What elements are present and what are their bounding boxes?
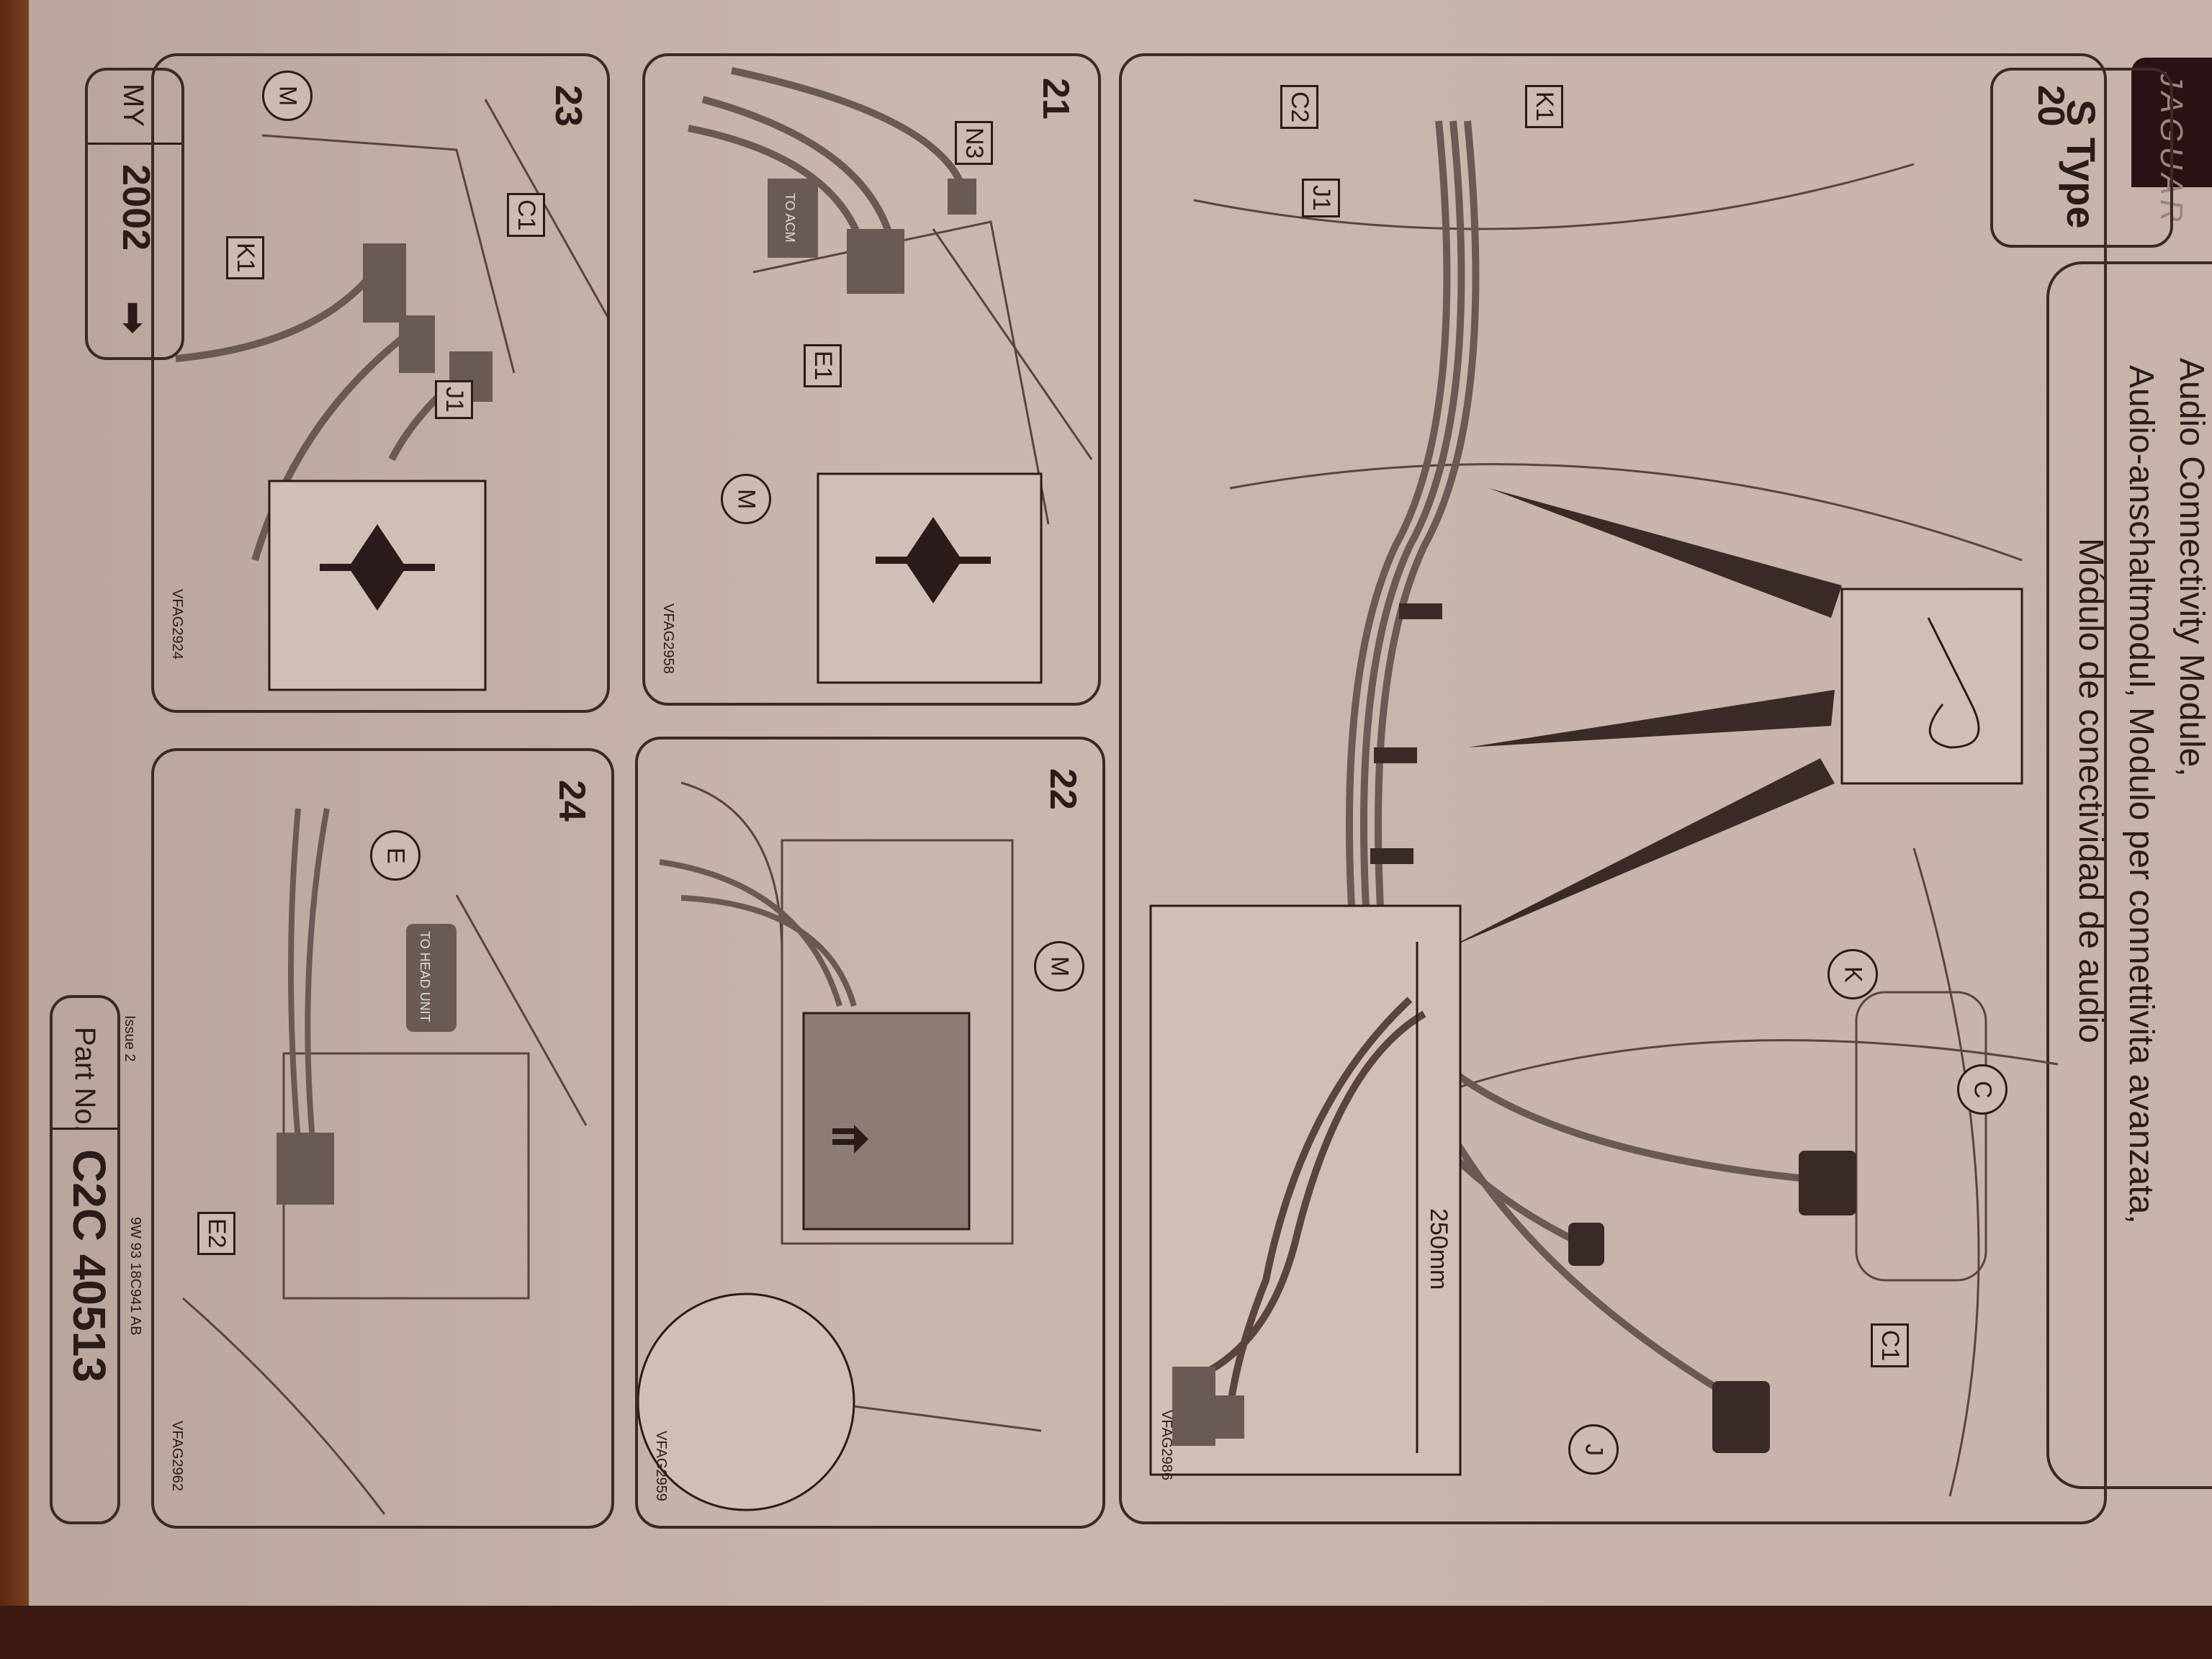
step-20-panel: 20 C2 K1 J1 K C C1 J 250mm VFAG2986	[1119, 53, 2107, 1524]
model-year-label: MY	[117, 84, 149, 127]
part-label: Part No.	[69, 1027, 101, 1133]
issue-text: Issue 2	[122, 1015, 138, 1062]
label-k1: K1	[226, 236, 264, 279]
module-connection-drawing	[688, 67, 1093, 684]
figure-code: VFAG2958	[660, 603, 676, 674]
title-line-2: Audio-anschaltmodul, Modulo per connetti…	[2122, 365, 2160, 1224]
label-e1: E1	[804, 344, 842, 387]
step-number: 22	[1042, 768, 1084, 810]
part-number: C2C 40513	[63, 1149, 115, 1382]
harness-routing-drawing	[1149, 120, 2059, 1497]
label-e: E	[370, 830, 421, 881]
connector-tag: TO HEAD UNIT	[418, 931, 432, 1022]
head-unit-connection-drawing	[182, 808, 588, 1515]
label-j: J	[1568, 1424, 1619, 1475]
step-number: 21	[1035, 78, 1076, 120]
reference-code: 9W 93 18C941 AB	[127, 1217, 143, 1336]
step-21-panel: 21 TO ACM N3 E1 M VFAG2958	[642, 53, 1101, 706]
label-k1: K1	[1525, 85, 1563, 128]
step-number: 24	[551, 780, 593, 822]
figure-code: VFAG2962	[169, 1421, 185, 1491]
step-22-panel: 22 M VFAG2959	[635, 737, 1105, 1529]
measurement-text: 250mm	[1425, 1208, 1452, 1290]
label-j1: J1	[435, 380, 473, 419]
title-box: Audio Connectivity Module, Audio-anschal…	[2046, 261, 2212, 1489]
figure-code: VFAG2986	[1159, 1410, 1174, 1480]
arrow-down-icon: ➡	[111, 300, 157, 335]
label-c1: C1	[1871, 1323, 1909, 1368]
module-mounting-drawing	[638, 781, 1042, 1511]
label-c: C	[1957, 1064, 2008, 1115]
label-n3: N3	[955, 121, 993, 166]
model-year-value: 2002	[114, 164, 158, 251]
part-number-box: Part No. C2C 40513	[50, 995, 120, 1524]
label-j1: J1	[1302, 179, 1340, 217]
label-c1: C1	[507, 193, 545, 238]
background-surface	[0, 1606, 2212, 1659]
label-m: M	[1034, 941, 1084, 992]
step-number: 23	[547, 85, 589, 127]
figure-code: VFAG2959	[653, 1431, 669, 1501]
label-m: M	[262, 71, 313, 121]
model-name: S Type	[2059, 99, 2104, 229]
figure-code: VFAG2924	[169, 589, 185, 660]
label-k: K	[1827, 949, 1878, 999]
label-c2: C2	[1280, 85, 1318, 130]
connector-tag: TO ACM	[783, 193, 797, 243]
step-23-panel: 23 M C1 K1 J1 VFAG2924	[151, 53, 610, 713]
step-number: 20	[2030, 85, 2072, 127]
module-connection-drawing	[175, 99, 607, 691]
label-e2: E2	[197, 1212, 235, 1255]
model-year-box: MY 2002 ➡	[85, 68, 184, 360]
label-m: M	[721, 474, 771, 524]
step-24-panel: 24 TO HEAD UNIT E E2 VFAG2962	[151, 748, 614, 1529]
title-line-3: Módulo de conectividad de audio	[2072, 538, 2110, 1043]
title-line-1: Audio Connectivity Module,	[2172, 358, 2211, 777]
